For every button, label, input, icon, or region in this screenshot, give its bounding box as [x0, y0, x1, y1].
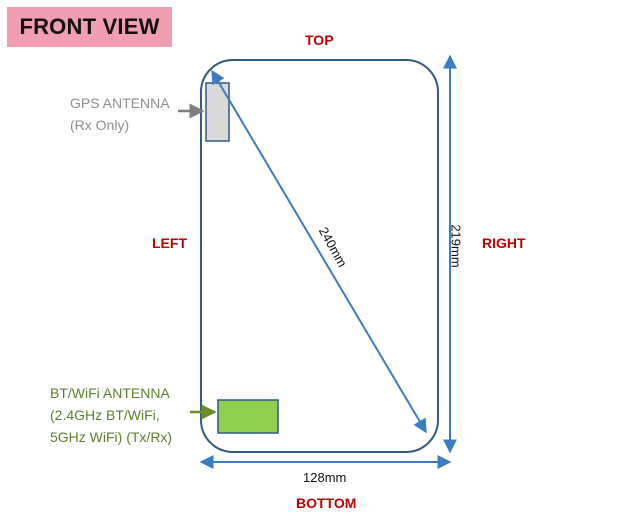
title-banner: FRONT VIEW: [7, 7, 172, 47]
bt-wifi-antenna-label-line3: 5GHz WiFi) (Tx/Rx): [50, 429, 173, 445]
width-dimension-label: 128mm: [303, 470, 347, 485]
gps-antenna-label-line2: (Rx Only): [70, 117, 130, 133]
bt-wifi-antenna-label: BT/WiFi ANTENNA (2.4GHz BT/WiFi, 5GHz Wi…: [50, 382, 210, 448]
page-title: FRONT VIEW: [19, 14, 160, 39]
side-label-bottom: BOTTOM: [296, 495, 357, 511]
device-outline: [200, 59, 439, 453]
bt-wifi-antenna-label-line1: BT/WiFi ANTENNA: [50, 385, 170, 401]
bt-wifi-antenna-label-line2: (2.4GHz BT/WiFi,: [50, 407, 160, 423]
bt-wifi-antenna-block: [217, 399, 279, 434]
side-label-left: LEFT: [152, 235, 187, 251]
side-label-right: RIGHT: [482, 235, 526, 251]
gps-antenna-label-line1: GPS ANTENNA: [70, 95, 170, 111]
side-label-top: TOP: [305, 32, 334, 48]
gps-antenna-label: GPS ANTENNA (Rx Only): [70, 92, 210, 136]
height-dimension-label: 219mm: [448, 224, 464, 268]
diagonal-dimension-arrow: [211, 69, 427, 434]
